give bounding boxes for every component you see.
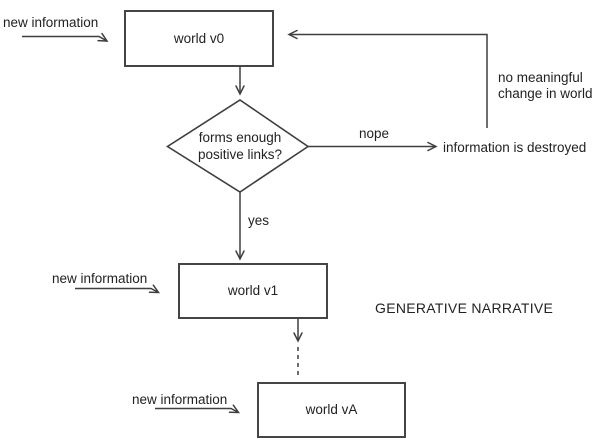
node-world-v0 xyxy=(124,10,274,67)
new-information-vA-label: new information xyxy=(132,392,227,407)
arrow-new-information-v1 xyxy=(75,284,160,294)
node-world-v0-label: world v0 xyxy=(173,31,224,46)
node-world-vA-label: world vA xyxy=(305,402,358,417)
node-world-v1 xyxy=(178,263,328,319)
feedback-label-line1: no meaningful xyxy=(498,70,583,85)
arrow-new-information-vA xyxy=(155,404,240,414)
arrow-new-information-v0 xyxy=(22,32,109,42)
new-information-v1-label: new information xyxy=(52,271,147,286)
new-information-v0-label: new information xyxy=(3,15,98,30)
arrow-feedback-to-v0 xyxy=(287,29,488,128)
yes-label: yes xyxy=(248,213,269,228)
nope-label: nope xyxy=(359,126,389,141)
decision-label-line2: positive links? xyxy=(198,147,282,162)
decision-label-line1: forms enough xyxy=(199,130,282,145)
node-decision-diamond xyxy=(166,99,310,193)
node-world-v1-label: world v1 xyxy=(227,283,278,298)
generative-narrative-title: GENERATIVE NARRATIVE xyxy=(375,300,553,316)
node-world-vA xyxy=(257,382,406,438)
information-destroyed-label: information is destroyed xyxy=(443,140,586,155)
feedback-label-line2: change in world xyxy=(498,86,593,101)
